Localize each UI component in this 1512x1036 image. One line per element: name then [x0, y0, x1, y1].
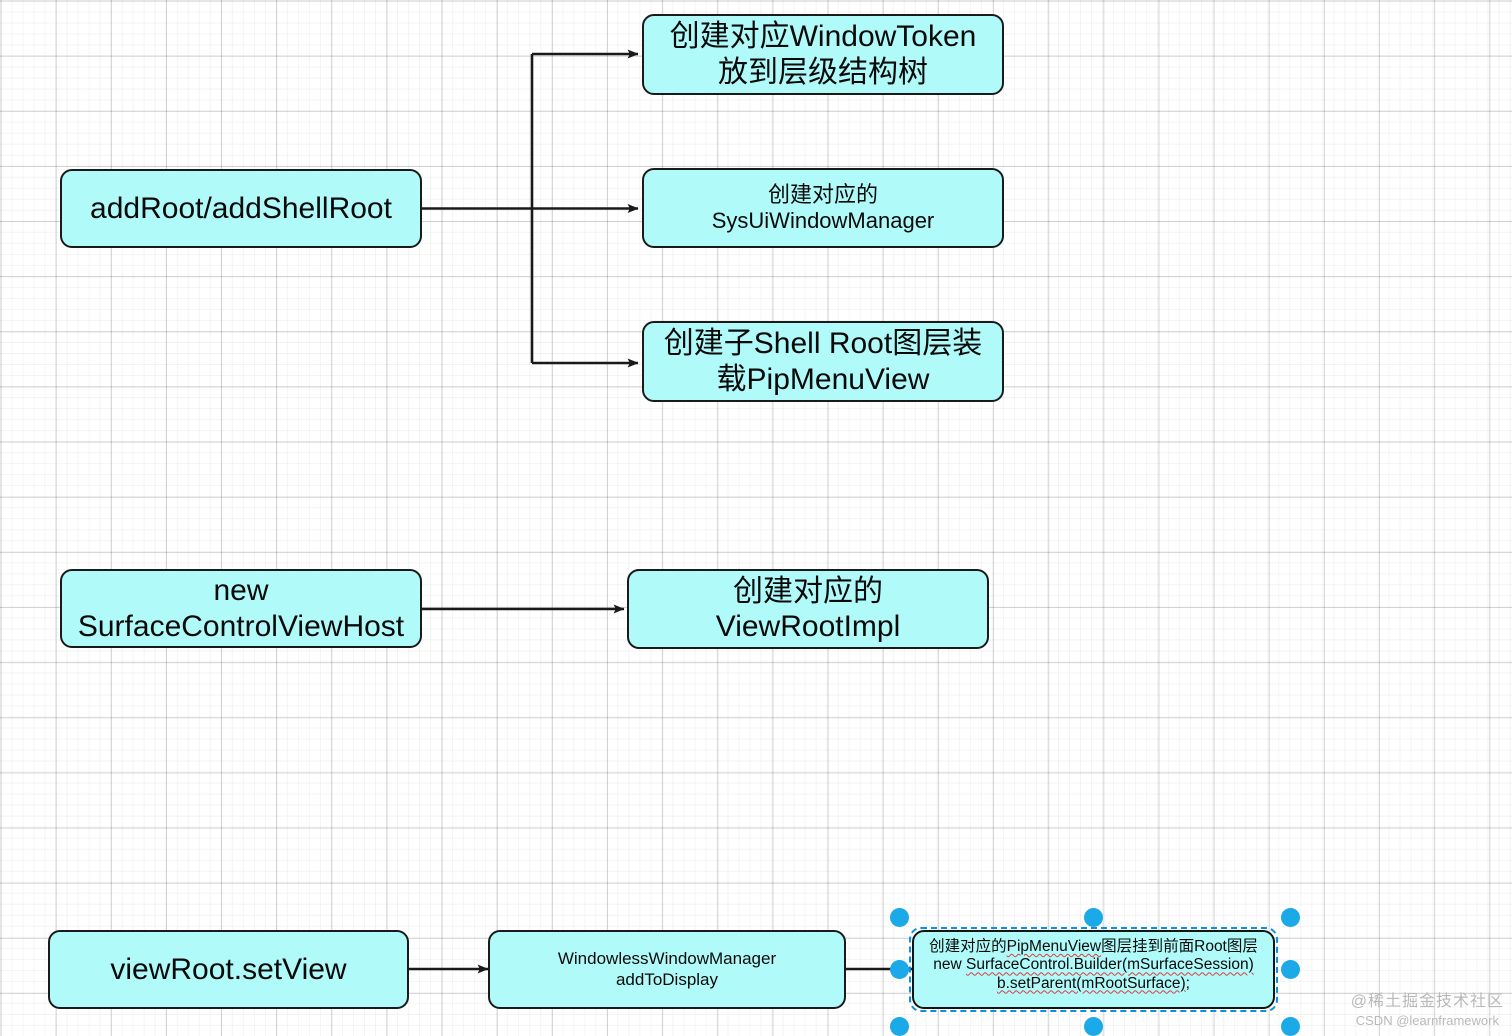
- node-create-viewrootimpl-label: 创建对应的 ViewRootImpl: [715, 574, 901, 643]
- selection-handle-middle-right[interactable]: [1281, 960, 1300, 979]
- selection-handle-top-right[interactable]: [1281, 908, 1300, 927]
- node-pip-menu-surface[interactable]: 创建对应的PipMenuView图层挂到前面Root图层 new Surface…: [912, 930, 1275, 1009]
- node-pip-menu-surface-line1: 创建对应的PipMenuView图层挂到前面Root图层: [918, 938, 1269, 956]
- selection-handle-bottom-left[interactable]: [890, 1017, 909, 1036]
- node-new-surfacecontrolviewhost-label: new SurfaceControlViewHost: [77, 574, 405, 643]
- node-create-sysui-windowmanager-label: 创建对应的 SysUiWindowManager: [711, 182, 935, 233]
- pip-line2-term: SurfaceControl.Builder(mSurfaceSession): [966, 956, 1254, 974]
- node-create-window-token[interactable]: 创建对应WindowToken 放到层级结构树: [642, 14, 1004, 95]
- node-viewroot-setview[interactable]: viewRoot.setView: [48, 930, 409, 1009]
- node-create-shell-root-label: 创建子Shell Root图层装 载PipMenuView: [663, 327, 983, 396]
- node-create-shell-root[interactable]: 创建子Shell Root图层装 载PipMenuView: [642, 321, 1004, 402]
- node-pip-menu-surface-line3: b.setParent(mRootSurface);: [918, 975, 1269, 993]
- node-new-surfacecontrolviewhost[interactable]: new SurfaceControlViewHost: [60, 569, 422, 648]
- selection-handle-middle-left[interactable]: [890, 960, 909, 979]
- pip-line3-suffix: ;: [1185, 974, 1190, 992]
- node-pip-menu-surface-line2: new SurfaceControl.Builder(mSurfaceSessi…: [918, 956, 1269, 974]
- selection-handle-bottom-right[interactable]: [1281, 1017, 1300, 1036]
- node-create-viewrootimpl[interactable]: 创建对应的 ViewRootImpl: [627, 569, 989, 649]
- pip-line1-term: PipMenuView: [1006, 938, 1102, 955]
- node-windowless-windowmanager[interactable]: WindowlessWindowManager addToDisplay: [488, 930, 846, 1009]
- node-create-sysui-windowmanager[interactable]: 创建对应的 SysUiWindowManager: [642, 168, 1004, 248]
- pip-line2-prefix: new: [933, 956, 966, 974]
- selection-handle-bottom-center[interactable]: [1084, 1017, 1103, 1036]
- pip-line1-suffix: 图层挂到前面Root图层: [1101, 938, 1258, 955]
- pip-line1-prefix: 创建对应的: [929, 938, 1007, 955]
- watermark: @稀土掘金技术社区 CSDN @learnframework: [1351, 991, 1504, 1030]
- pip-line3-term: b.setParent(mRootSurface): [997, 974, 1186, 992]
- watermark-line-1: @稀土掘金技术社区: [1350, 992, 1504, 1010]
- node-viewroot-setview-label: viewRoot.setView: [110, 952, 347, 986]
- edge-addroot-trunk: [422, 54, 534, 363]
- node-create-window-token-label: 创建对应WindowToken 放到层级结构树: [669, 20, 977, 89]
- node-add-root-label: addRoot/addShellRoot: [90, 191, 392, 225]
- selection-handle-top-center[interactable]: [1084, 908, 1103, 927]
- node-windowless-windowmanager-label: WindowlessWindowManager addToDisplay: [557, 949, 777, 989]
- watermark-line-2: CSDN @learnframework: [1355, 1013, 1499, 1029]
- selection-handle-top-left[interactable]: [890, 908, 909, 927]
- node-add-root[interactable]: addRoot/addShellRoot: [60, 169, 422, 248]
